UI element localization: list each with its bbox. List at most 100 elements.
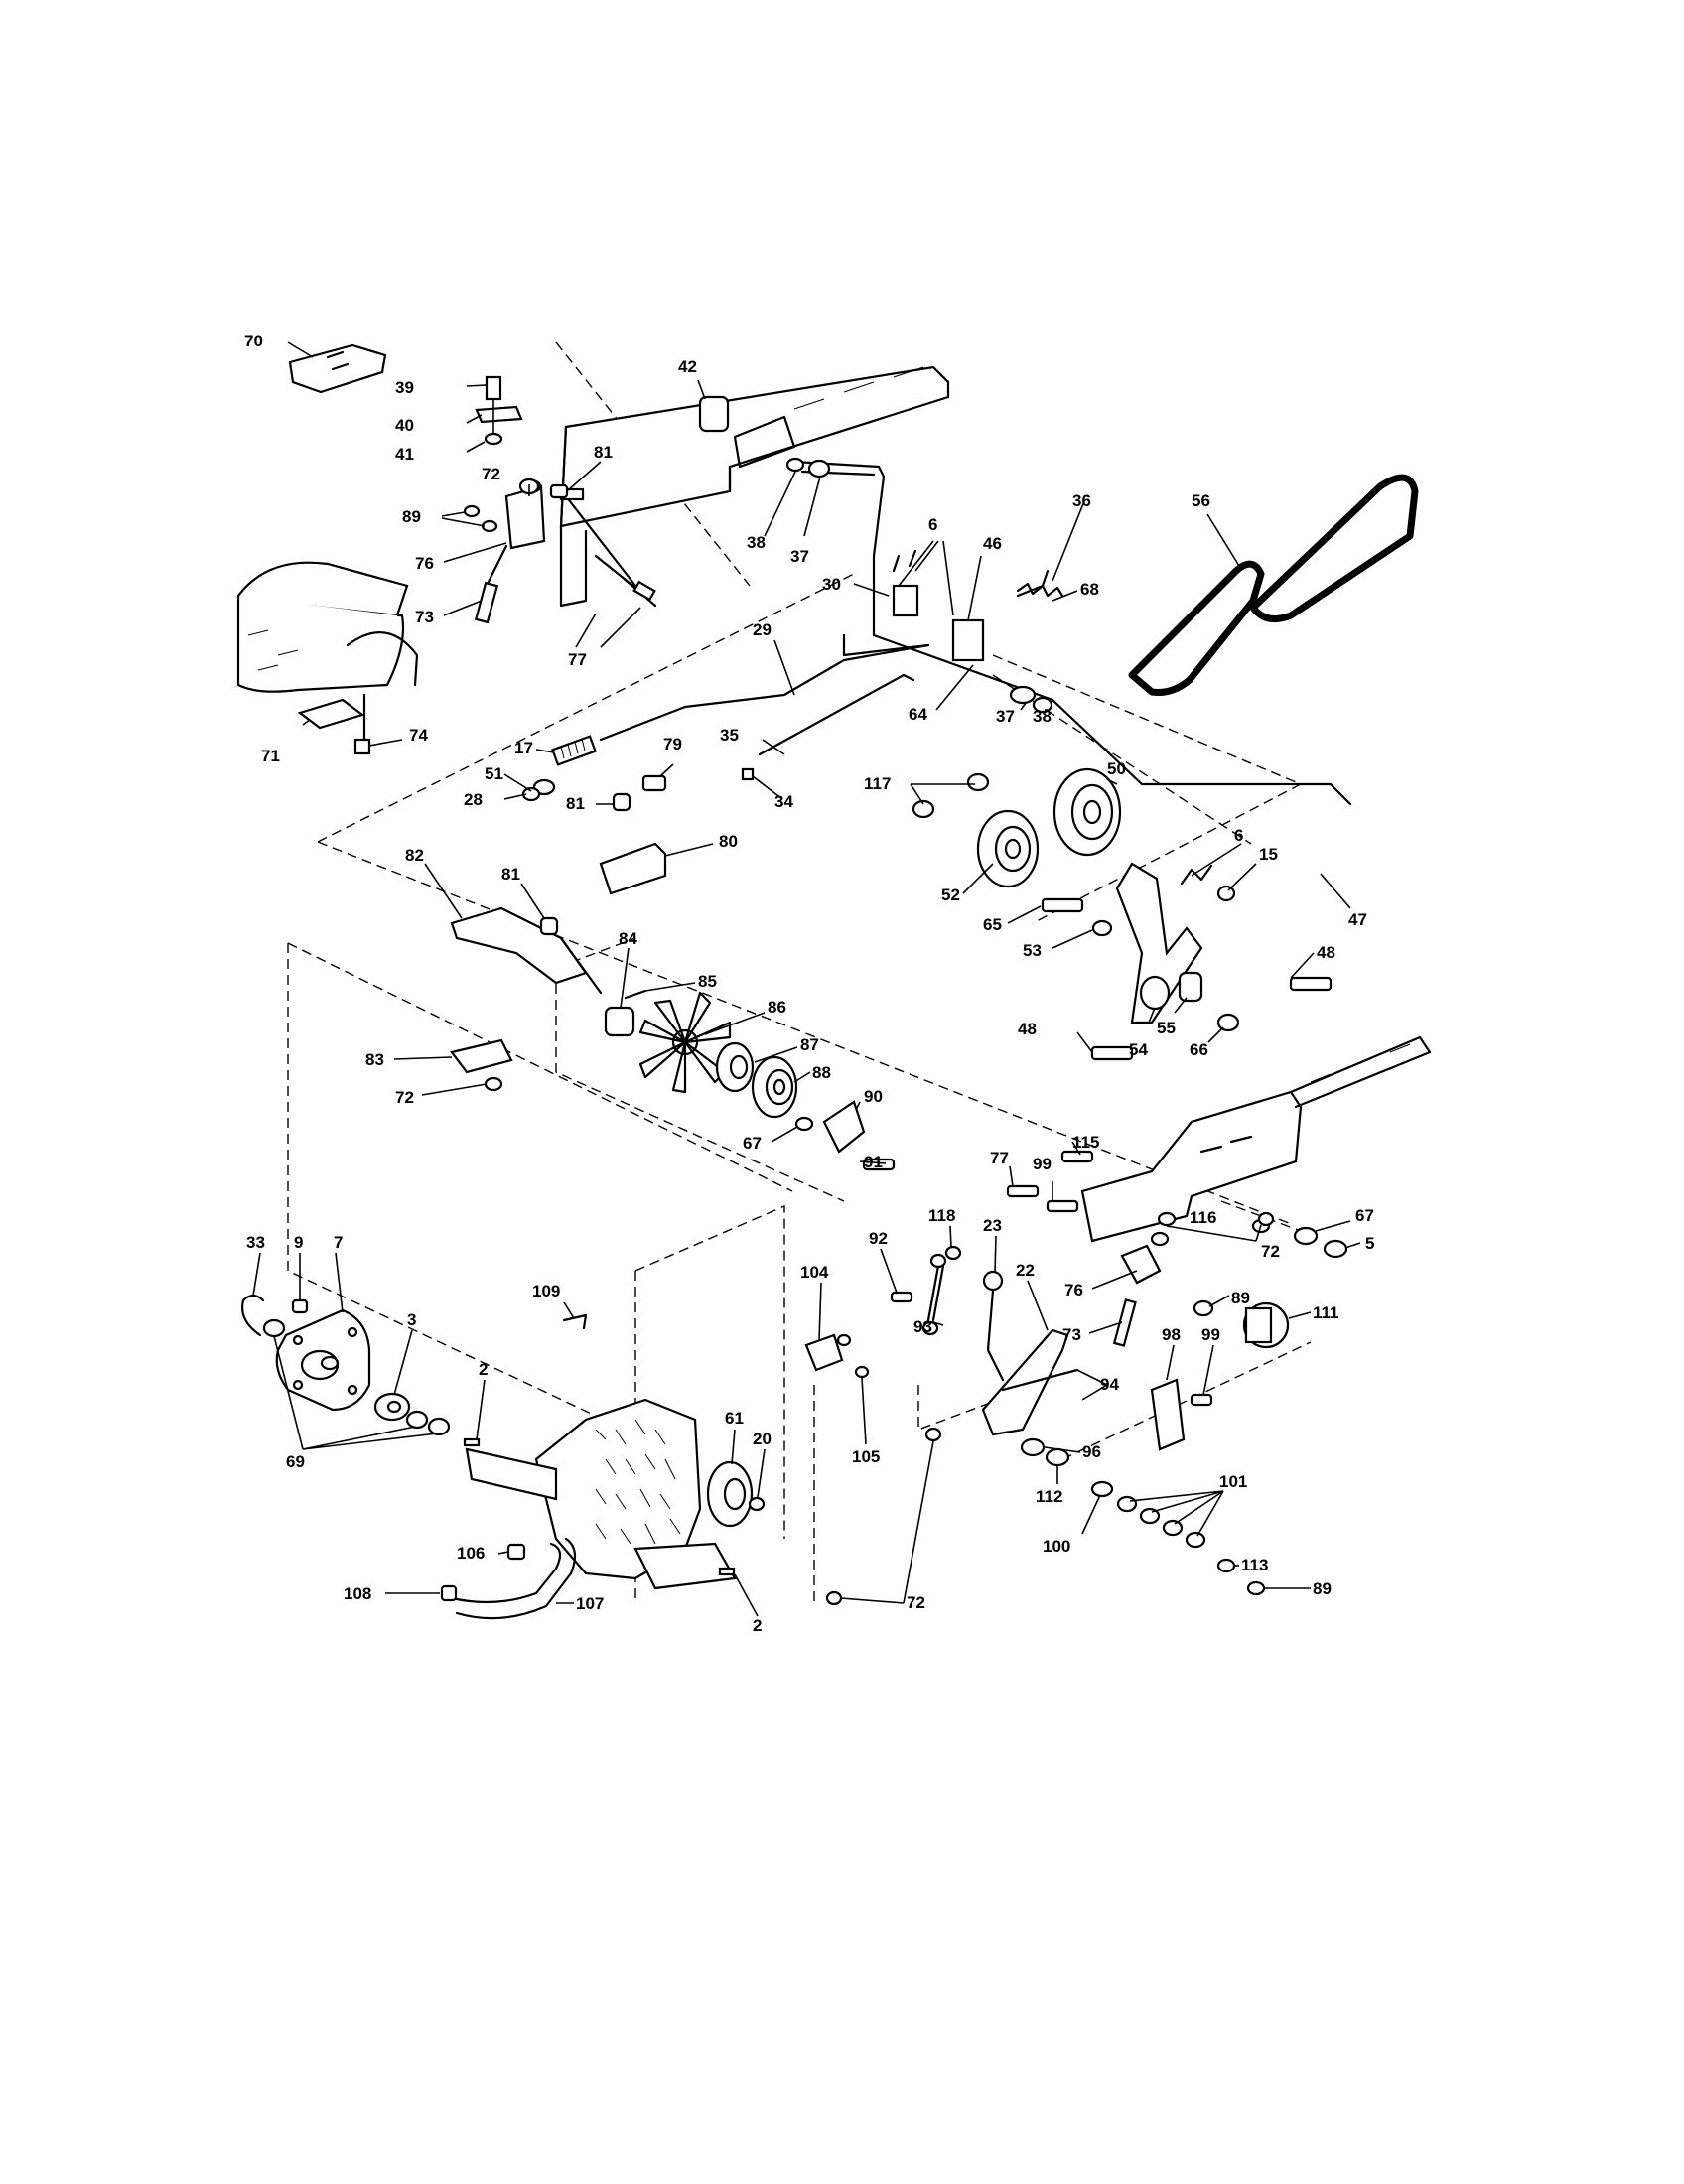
callout-72: 72 [395, 1088, 414, 1107]
washers-96-112 [1020, 1437, 1070, 1467]
callout-85: 85 [698, 972, 717, 991]
callout-96: 96 [1082, 1442, 1101, 1461]
bolt-65 [1041, 897, 1084, 913]
callout-23: 23 [983, 1216, 1002, 1235]
callout-83: 83 [365, 1050, 384, 1069]
fitting-106 [506, 1543, 526, 1561]
callout-46: 46 [983, 534, 1002, 553]
idler-bracket-54 [1115, 862, 1203, 1024]
callout-99: 99 [1201, 1325, 1220, 1344]
callout-64: 64 [909, 705, 927, 724]
callout-52: 52 [941, 886, 960, 904]
bolt-79 [641, 774, 667, 792]
callout-92: 92 [869, 1229, 888, 1248]
washer-66 [1216, 1013, 1240, 1032]
washers-101 [1116, 1495, 1206, 1549]
hose-107 [450, 1537, 577, 1620]
callout-76: 76 [1064, 1281, 1083, 1299]
callout-91: 91 [864, 1153, 883, 1171]
callout-93: 93 [913, 1317, 932, 1336]
link-93 [921, 1245, 962, 1336]
callout-17: 17 [514, 739, 533, 757]
nut-116 [1157, 1211, 1177, 1227]
bracket-83 [450, 1038, 513, 1074]
pulley-50 [1052, 767, 1122, 857]
callout-53: 53 [1023, 941, 1042, 960]
callout-112: 112 [1036, 1487, 1062, 1506]
bracket-80 [599, 842, 667, 895]
pulley-88 [751, 1055, 798, 1119]
callout-115: 115 [1072, 1133, 1099, 1152]
callout-81: 81 [566, 794, 585, 813]
callout-40: 40 [395, 416, 414, 435]
washer-69 [262, 1318, 451, 1436]
bolt-92 [890, 1291, 913, 1303]
washer-53 [1091, 919, 1113, 937]
callout-107: 107 [576, 1594, 604, 1613]
callout-73: 73 [1062, 1325, 1081, 1344]
callout-113: 113 [1241, 1556, 1268, 1574]
input-pulley-61 [706, 1460, 754, 1528]
callout-61: 61 [725, 1409, 744, 1428]
callout-37: 37 [996, 707, 1015, 726]
callout-68: 68 [1080, 580, 1099, 599]
callout-81: 81 [594, 443, 613, 462]
hardware-stack-39-41 [475, 375, 523, 446]
callout-73: 73 [415, 608, 434, 626]
bracket-76b [1120, 1231, 1170, 1285]
washer-67a [794, 1116, 814, 1132]
callout-2: 2 [479, 1360, 488, 1379]
bracket-104 [804, 1333, 870, 1379]
nut-89b [1193, 1299, 1214, 1317]
pulley-52 [976, 809, 1040, 888]
spacers-117 [912, 772, 990, 819]
bolt-73b [1112, 1298, 1137, 1347]
bolt-48 [1090, 976, 1333, 1061]
callout-28: 28 [464, 790, 483, 809]
callout-71: 71 [261, 747, 280, 765]
bracket-98 [1150, 1378, 1186, 1451]
callout-48: 48 [1317, 943, 1335, 962]
roller-111 [1242, 1301, 1290, 1349]
callout-20: 20 [753, 1430, 772, 1448]
linkage-shaft [785, 457, 1352, 806]
cover-plate-70 [288, 343, 387, 394]
washer-100 [1090, 1480, 1114, 1498]
callout-41: 41 [395, 445, 414, 464]
callout-108: 108 [344, 1584, 371, 1603]
key-2 [463, 1437, 736, 1576]
pin-34 [741, 767, 755, 781]
callout-36: 36 [1072, 491, 1091, 510]
callout-70: 70 [244, 332, 263, 350]
callout-76: 76 [415, 554, 434, 573]
bushing-42 [698, 395, 730, 433]
nut-72c [825, 1211, 1275, 1606]
callout-88: 88 [812, 1063, 831, 1082]
callout-29: 29 [753, 620, 772, 639]
wheel-hub-7 [275, 1308, 371, 1412]
leader-lines [252, 341, 1361, 1617]
fan-86 [638, 991, 732, 1094]
seat-fender [236, 561, 419, 693]
callout-2: 2 [753, 1616, 762, 1635]
bolt-99b [1190, 1393, 1213, 1407]
callout-69: 69 [286, 1452, 305, 1471]
callout-72: 72 [1261, 1242, 1280, 1261]
fitting-108 [440, 1584, 458, 1602]
callout-82: 82 [405, 846, 424, 865]
spring-6b [1180, 864, 1236, 902]
plate-71 [297, 698, 365, 730]
callout-101: 101 [1219, 1472, 1247, 1491]
right-frame-rail [1080, 1035, 1432, 1243]
callout-66: 66 [1190, 1040, 1208, 1059]
callout-7: 7 [334, 1233, 343, 1252]
transaxle [465, 1398, 737, 1590]
spring-pin-109 [562, 1313, 588, 1330]
callout-116: 116 [1190, 1208, 1216, 1227]
guard-90 [822, 1100, 866, 1154]
callout-111: 111 [1313, 1303, 1339, 1322]
rod-29 [599, 633, 930, 742]
callout-90: 90 [864, 1087, 883, 1106]
callout-87: 87 [800, 1035, 819, 1054]
